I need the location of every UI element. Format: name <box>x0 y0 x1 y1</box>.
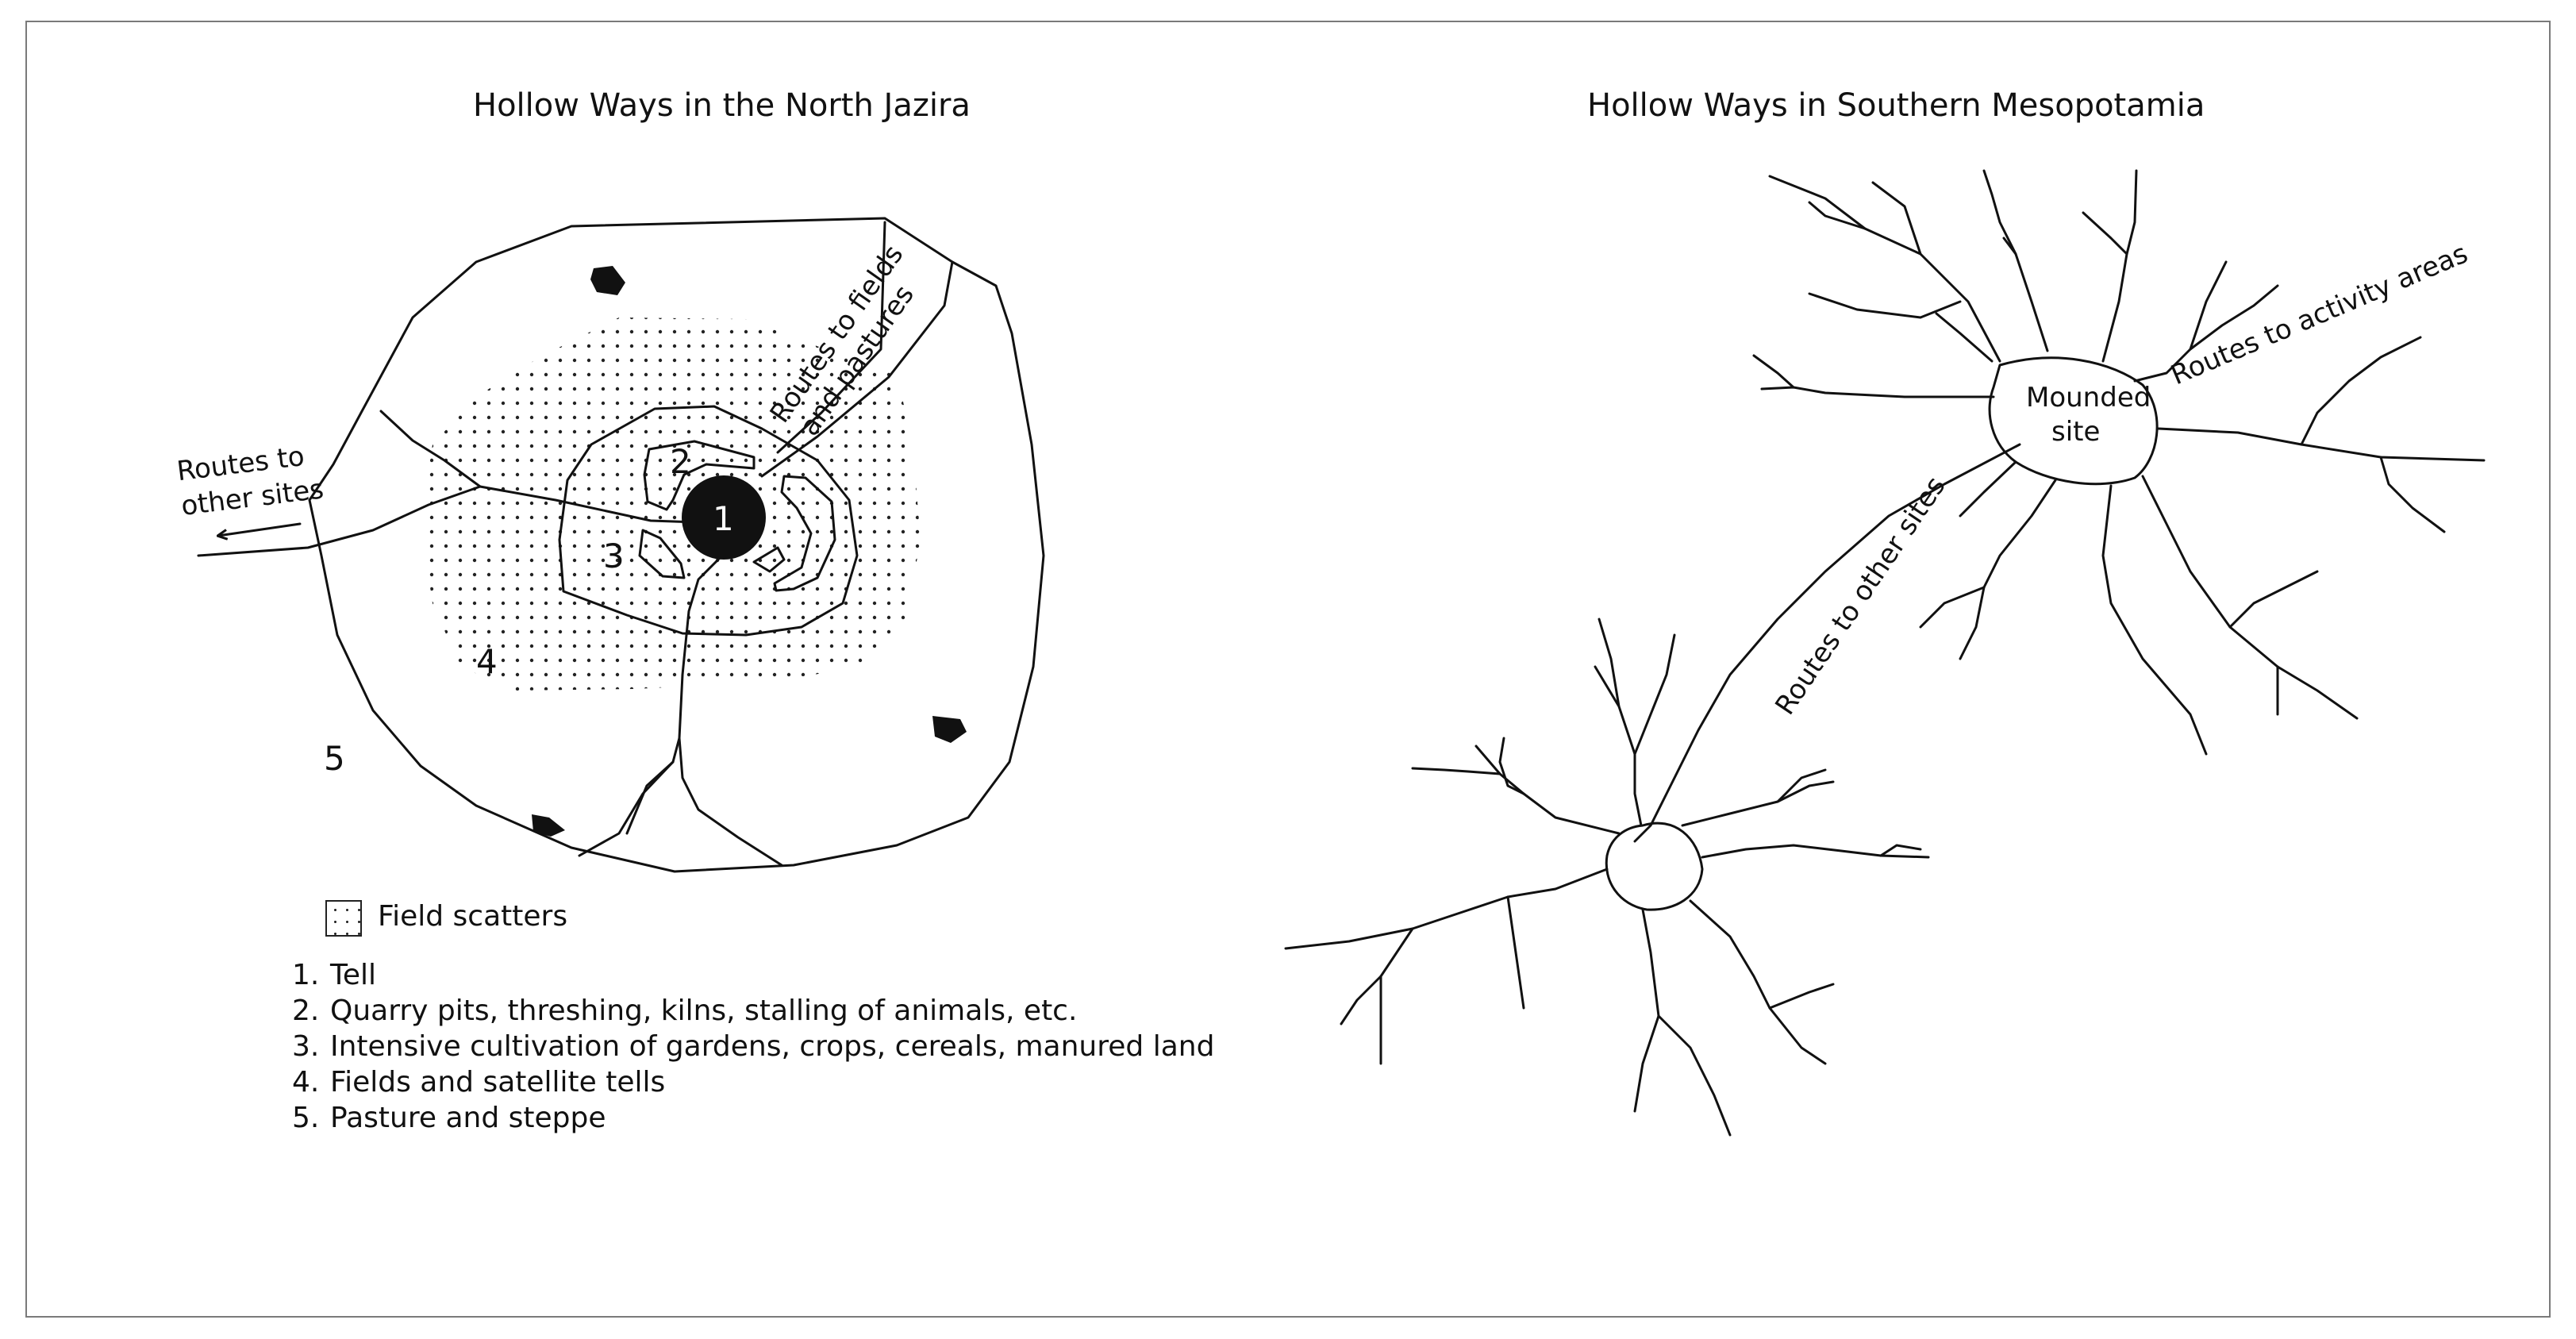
zone-number-tell: 1 <box>713 499 734 538</box>
legend-item-text: Fields and satellite tells <box>330 1066 666 1099</box>
hollow-way-route <box>379 410 482 488</box>
routes-other-sites-arrow <box>218 522 302 536</box>
hollow-way <box>1411 767 1501 775</box>
hollow-way <box>2157 427 2486 462</box>
hollow-way <box>1633 633 1676 756</box>
satellite-tell-marker <box>590 266 625 295</box>
left-panel-title: Hollow Ways in the North Jazira <box>473 87 971 124</box>
right-panel-title: Hollow Ways in Southern Mesopotamia <box>1587 87 2205 124</box>
hollow-way <box>2101 169 2138 363</box>
hollow-way <box>1919 586 1986 629</box>
field-scatters-legend-label: Field scatters <box>378 900 568 933</box>
hollow-way <box>1808 292 1962 319</box>
hollow-way <box>1776 768 1827 803</box>
legend-item-number: 3. <box>292 1030 320 1063</box>
legend-item-text: Tell <box>330 959 377 991</box>
legend-item: 5. Pasture and steppe <box>292 1100 1214 1136</box>
hollow-way <box>1959 479 2057 660</box>
legend-item: 4. Fields and satellite tells <box>292 1064 1214 1100</box>
hollow-way <box>1701 844 1930 859</box>
legend-item-text: Intensive cultivation of gardens, crops,… <box>330 1030 1215 1063</box>
hollow-way <box>1752 354 1795 389</box>
legend-item: 3. Intensive cultivation of gardens, crop… <box>292 1029 1214 1064</box>
legend-item-number: 1. <box>292 959 320 991</box>
hollow-way <box>2002 237 2017 256</box>
quarry-pit <box>773 475 836 592</box>
north-jazira-diagram: 1 2 3 4 5 Routes to other sites Routes t… <box>175 217 1045 873</box>
legend-item-number: 2. <box>292 995 320 1027</box>
hollow-way <box>1760 386 1995 398</box>
hollow-way <box>1959 460 2017 518</box>
hollow-way <box>2082 211 2128 256</box>
quarry-pit <box>643 440 755 511</box>
hollow-way <box>2101 484 2208 756</box>
hollow-way <box>1808 201 2001 363</box>
hollow-way <box>2133 284 2279 383</box>
hollow-way <box>1474 745 1621 835</box>
zone-number-fields: 4 <box>476 642 498 681</box>
hollow-way <box>1657 1014 1732 1137</box>
legend-item-text: Quarry pits, threshing, kilns, stalling … <box>330 995 1078 1027</box>
routes-to-other-sites-label: Routes to other sites <box>175 441 325 522</box>
hollow-way <box>1935 312 1994 363</box>
hollow-way <box>1879 844 1922 857</box>
cultivation-zone-boundary <box>558 405 859 637</box>
zone-legend: 1. Tell 2. Quarry pits, threshing, kilns, … <box>292 957 1214 1136</box>
small-site-outline <box>1605 821 1704 911</box>
legend-item-text: Pasture and steppe <box>330 1102 606 1134</box>
figure-frame <box>25 21 2551 1318</box>
hollow-way <box>1284 868 1609 950</box>
hollow-way <box>1633 908 1660 1113</box>
hollow-way <box>1340 927 1414 1025</box>
southern-mesopotamia-diagram: Mounded site <box>1284 169 2486 1137</box>
hollow-way <box>2189 260 2228 351</box>
hollow-way-route <box>760 260 954 478</box>
mounded-site-label-line2: site <box>2051 416 2100 448</box>
hollow-way <box>2300 336 2422 446</box>
hollow-way <box>1598 618 1621 708</box>
quarry-pit <box>638 529 686 579</box>
tell-mound <box>682 475 766 560</box>
hollow-way-route <box>678 737 783 867</box>
pasture-boundary <box>308 217 1045 873</box>
hollow-way <box>2379 456 2446 533</box>
legend-item-number: 4. <box>292 1066 320 1099</box>
zone-number-quarry: 2 <box>670 442 691 481</box>
hollow-way-route <box>776 221 886 454</box>
mounded-site-outline <box>1988 356 2159 486</box>
field-scatters-legend-swatch <box>325 900 362 937</box>
hollow-way <box>1681 780 1835 827</box>
zone-number-pasture: 5 <box>324 739 345 778</box>
routes-other-sites-label: Routes to other sites <box>1769 471 1951 721</box>
hollow-way <box>1871 181 1922 256</box>
hollow-way-route <box>479 485 698 524</box>
hollow-way <box>1689 899 1827 1065</box>
hollow-way <box>1982 169 2049 352</box>
legend-item: 2. Quarry pits, threshing, kilns, stallin… <box>292 993 1214 1029</box>
satellite-tell-marker <box>932 716 967 743</box>
routes-activity-areas-label: Routes to activity areas <box>2167 237 2473 391</box>
hollow-way <box>2141 475 2359 720</box>
hollow-way <box>1506 895 1525 1010</box>
quarry-pit <box>752 546 786 573</box>
hollow-way-route <box>625 760 675 835</box>
mounded-site-label-line1: Mounded <box>2026 382 2151 414</box>
hollow-way <box>2228 570 2319 629</box>
hollow-way-route <box>197 485 482 557</box>
legend-item: 1. Tell <box>292 957 1214 993</box>
satellite-tell-marker <box>532 814 565 837</box>
hollow-way <box>1498 737 1525 795</box>
zone-number-cultivation: 3 <box>603 537 625 575</box>
hollow-way <box>1594 665 1643 827</box>
hollow-way <box>1768 983 1835 1010</box>
hollow-way <box>1768 175 1867 230</box>
hollow-way-connector <box>1633 443 2021 843</box>
legend-item-number: 5. <box>292 1102 320 1134</box>
